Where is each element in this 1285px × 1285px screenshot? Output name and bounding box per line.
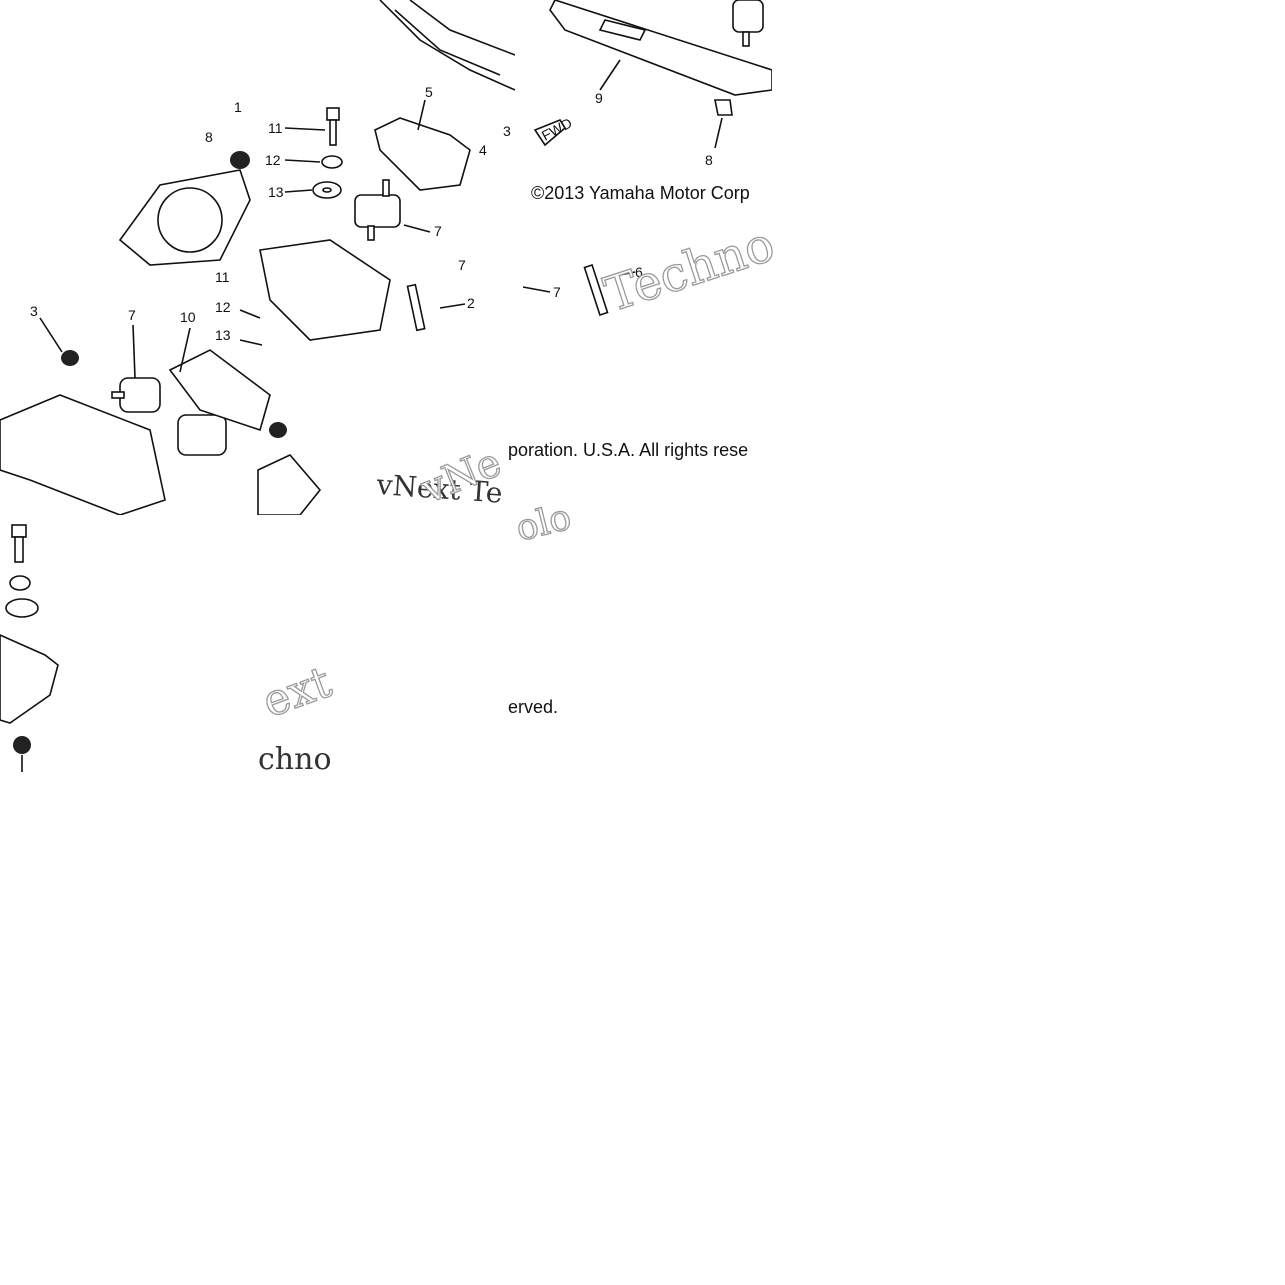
callout-11-a: 11 [268, 120, 283, 136]
callout-7-c: 7 [128, 307, 136, 323]
callout-7-b: 7 [458, 257, 466, 273]
diagram-tile-upper-right: FWD 9 8 [515, 0, 772, 257]
bolt-6 [583, 263, 609, 317]
nut-8-lower [269, 422, 287, 438]
upper-left-drawing: 8 11 12 13 5 3 4 7 7 2 3 7 10 11 12 13 8… [0, 0, 515, 515]
bolt-2 [406, 283, 426, 332]
callout-4: 4 [479, 142, 487, 158]
copyright-line-start: ©2013 Yamaha Motor Corp [531, 183, 750, 203]
callout-13-b: 13 [215, 327, 231, 343]
watermark-ext: ext [255, 656, 338, 729]
bolt-head-lower [11, 524, 27, 538]
callout-12-b: 12 [215, 299, 231, 315]
callout-3-a: 3 [503, 123, 511, 139]
callout-13-a: 13 [268, 184, 284, 200]
diagram-tile-upper-left: 8 11 12 13 5 3 4 7 7 2 3 7 10 11 12 13 8… [0, 0, 515, 515]
nut-3 [61, 350, 79, 366]
fwd-arrow [533, 119, 567, 147]
diagram-tile-middle-right: 6 7 [515, 257, 772, 357]
cylinder-port [118, 169, 251, 266]
bracket-10 [168, 349, 271, 432]
nut-8 [230, 151, 250, 169]
watermark-olo: olo [511, 496, 576, 550]
lower-left-drawing [0, 524, 59, 772]
callout-7-a: 7 [434, 223, 442, 239]
callout-2: 2 [467, 295, 475, 311]
rubber-mount-center [177, 414, 227, 456]
callout-12-a: 12 [265, 152, 281, 168]
nut-8-right [714, 99, 733, 116]
callout-3-b: 3 [30, 303, 38, 319]
copyright-line-middle: poration. U.S.A. All rights rese [508, 440, 749, 460]
upper-right-drawing: FWD 9 8 [533, 0, 772, 168]
washer-13 [312, 181, 342, 199]
callout-8-c: 8 [705, 152, 713, 168]
callout-7-d: 7 [553, 284, 561, 300]
copyright-line-end: erved. [508, 697, 559, 717]
callout-5: 5 [425, 84, 433, 100]
diagram-tile-lower-left [0, 515, 60, 772]
rubber-mount-left [119, 377, 161, 413]
fwd-label: FWD [539, 115, 575, 144]
rubber-mount-7 [354, 194, 401, 228]
watermark-chno: chno [258, 742, 332, 777]
bracket-5 [374, 117, 471, 191]
bolt-head-11 [326, 107, 340, 121]
mount-bracket-lower [0, 394, 166, 515]
middle-right-drawing: 6 7 [522, 263, 643, 317]
callout-1: 1 [234, 99, 242, 115]
washer-12 [321, 155, 343, 169]
callout-8-a: 8 [205, 129, 213, 145]
callout-6: 6 [635, 264, 643, 280]
callout-9: 9 [595, 90, 603, 106]
rubber-mount-upper [732, 0, 764, 33]
callout-10: 10 [180, 309, 196, 325]
callout-11-b: 11 [215, 269, 230, 285]
